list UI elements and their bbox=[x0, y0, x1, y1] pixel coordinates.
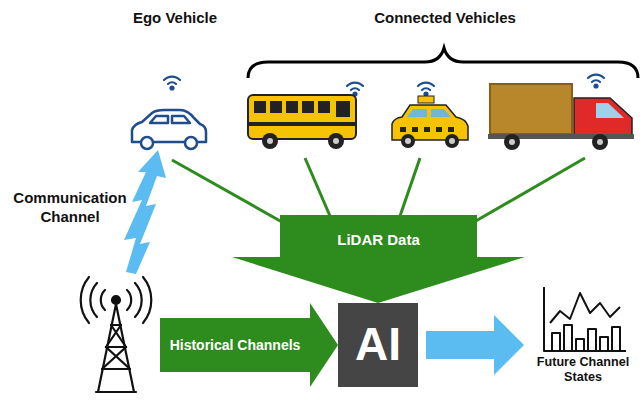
taxi bbox=[392, 96, 468, 148]
chart-bar bbox=[564, 325, 572, 351]
flow-arrow bbox=[426, 315, 524, 375]
arrow-shape bbox=[232, 215, 525, 303]
label: Ego Vehicle bbox=[120, 8, 230, 27]
chart-axes bbox=[544, 287, 626, 351]
truck bbox=[488, 84, 634, 150]
ego-car bbox=[132, 110, 206, 149]
chart-bar bbox=[552, 333, 560, 351]
arrow-fill bbox=[160, 303, 338, 387]
node-text: Historical Channels bbox=[170, 337, 301, 354]
node-text: AI bbox=[355, 317, 401, 372]
node-text: Future Channel States bbox=[526, 355, 640, 385]
history-arrow: Historical Channels bbox=[160, 303, 338, 387]
chart-strokes bbox=[544, 287, 626, 351]
text-area: Historical Channels bbox=[160, 318, 310, 372]
text-area: LiDAR Data bbox=[280, 223, 477, 257]
label: Connected Vehicles bbox=[370, 8, 520, 27]
chart-line bbox=[550, 293, 620, 323]
lidar-lines bbox=[172, 158, 585, 222]
ai-box: AI bbox=[338, 303, 418, 387]
chart-icon bbox=[526, 283, 640, 355]
chart-bar bbox=[612, 327, 620, 351]
chart-bar bbox=[600, 337, 608, 351]
channel-arrow bbox=[124, 150, 166, 274]
node-text: LiDAR Data bbox=[337, 231, 420, 249]
cell-tower bbox=[81, 277, 152, 392]
chart-bar bbox=[576, 339, 584, 351]
label: Communication Channel bbox=[4, 188, 136, 226]
text-area: Future Channel States bbox=[526, 355, 640, 399]
brace bbox=[248, 48, 638, 78]
chart-bar bbox=[588, 329, 596, 351]
future-states: Future Channel States bbox=[526, 283, 640, 399]
text-area: AI bbox=[338, 303, 418, 387]
school-bus bbox=[248, 95, 356, 149]
lidar-arrow: LiDAR Data bbox=[232, 215, 525, 303]
arrow-fill bbox=[232, 215, 525, 303]
